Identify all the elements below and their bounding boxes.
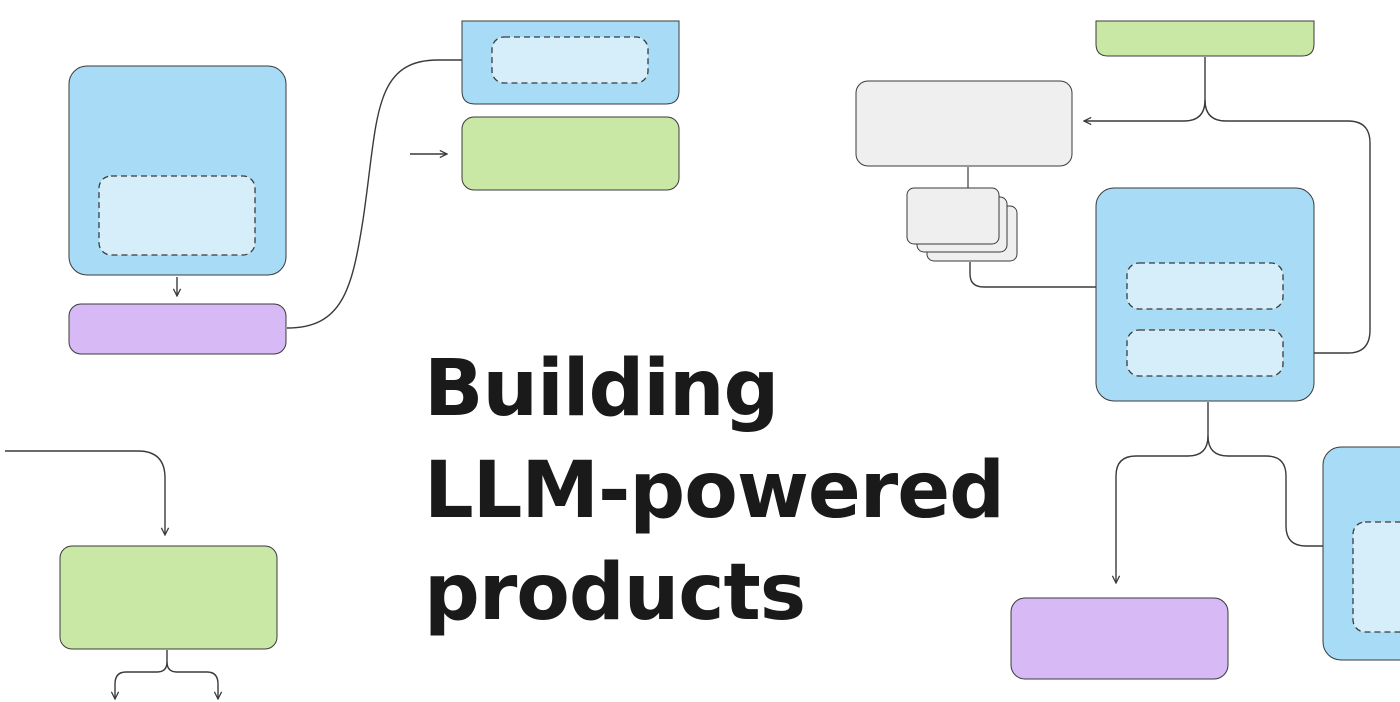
- branch-connector: [1116, 402, 1209, 583]
- dashed-slot: [491, 36, 649, 84]
- curved-connector: [5, 450, 165, 535]
- purple-block: [68, 303, 287, 355]
- green-block: [59, 545, 278, 650]
- green-block: [1095, 20, 1315, 57]
- branch-connector: [1207, 435, 1372, 546]
- headline-line-3: products: [424, 548, 806, 638]
- headline-line-1: Building: [424, 344, 779, 434]
- curved-connector: [969, 262, 1148, 287]
- dashed-slot: [1352, 521, 1400, 633]
- green-block: [461, 116, 680, 191]
- dashed-slot: [1126, 262, 1284, 310]
- stacked-cards: [906, 187, 1018, 262]
- branch-connector: [1084, 57, 1206, 121]
- dashed-slot: [1126, 329, 1284, 377]
- dashed-slot: [98, 175, 256, 256]
- purple-block: [1010, 597, 1229, 680]
- headline-line-2: LLM-powered: [424, 446, 1005, 536]
- gray-block: [855, 80, 1073, 167]
- headline-title: Building LLM-powered products: [424, 338, 1005, 644]
- branch-connector: [1204, 99, 1371, 353]
- curved-connector: [286, 60, 507, 329]
- branch-connector: [166, 661, 218, 699]
- branch-connector: [115, 650, 168, 699]
